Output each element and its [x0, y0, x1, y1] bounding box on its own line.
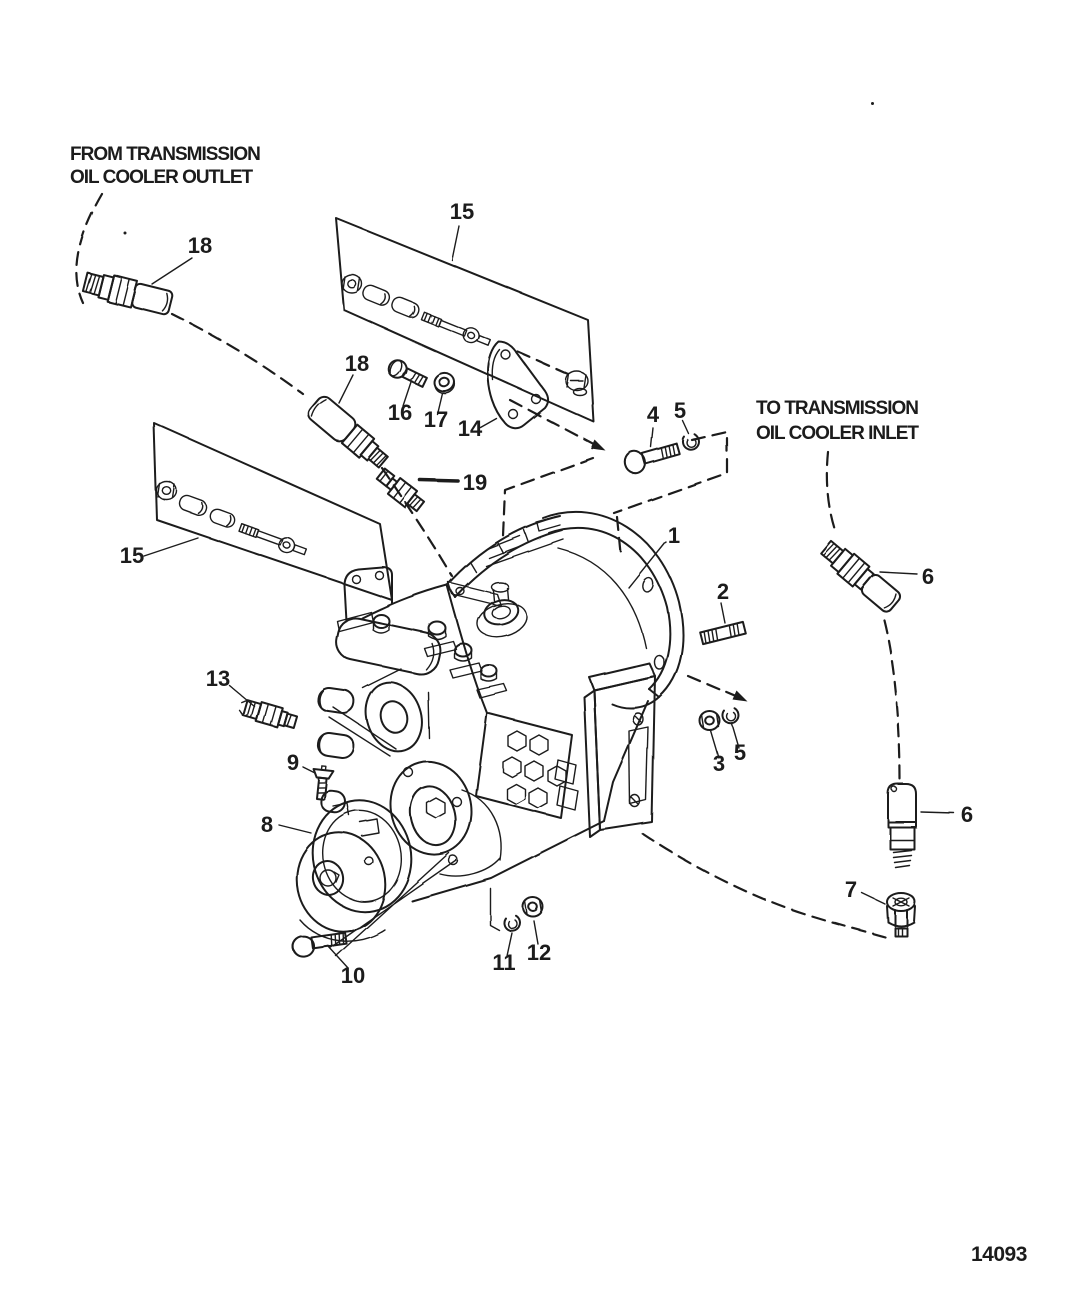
part-5-lockwasher-side: [721, 707, 740, 725]
part-16-bolt: [387, 358, 428, 388]
kit-spacer: [362, 285, 391, 307]
part-2-stud: [699, 620, 747, 646]
callout-7: 7: [845, 877, 857, 902]
callout-2: 2: [717, 579, 729, 604]
callout-12: 12: [527, 940, 551, 965]
callout-8: 8: [261, 812, 273, 837]
callout-19: 19: [463, 470, 487, 495]
part-12-nut: [522, 896, 544, 918]
route-arrowhead: [733, 691, 748, 702]
callout-numbers: 18 15 18 16 17 14 19 15 4 5 1 2 3 5 6 6 …: [120, 199, 973, 988]
kit-nut: [156, 481, 178, 501]
to-inlet-label-line2: OIL COOLER INLET: [756, 423, 919, 444]
callout-13: 13: [206, 666, 230, 691]
callout-6-upper: 6: [922, 564, 934, 589]
mounting-plate: [583, 662, 656, 838]
bracket-install-route: [508, 350, 599, 448]
callout-14: 14: [458, 416, 483, 441]
upper-boss: [362, 668, 430, 753]
annotations: FROM TRANSMISSION OIL COOLER OUTLET TO T…: [70, 144, 1027, 1266]
callout-15-left: 15: [120, 543, 144, 568]
from-outlet-label-line1: FROM TRANSMISSION: [70, 144, 260, 165]
callout-16: 16: [388, 400, 412, 425]
output-flange: [389, 760, 502, 877]
callout-18-inner: 18: [345, 351, 369, 376]
callout-18-outlet: 18: [188, 233, 212, 258]
callout-19-leader: [418, 478, 460, 483]
scan-speck: [871, 102, 875, 106]
kit-plug: [565, 370, 589, 397]
part-17-washer: [433, 371, 456, 394]
to-inlet-label-line1: TO TRANSMISSION: [756, 398, 918, 419]
part-14-bracket: [487, 341, 549, 430]
valve-plate: [475, 712, 579, 819]
kit-screw: [420, 311, 492, 347]
scan-speck: [123, 231, 127, 235]
kit-nut: [341, 274, 363, 294]
drawing-number: 14093: [971, 1243, 1027, 1266]
from-outlet-label-line2: OIL COOLER OUTLET: [70, 167, 254, 188]
part-18-outlet-fitting: [81, 271, 174, 316]
bolt-install-outline: [501, 430, 729, 560]
callout-15-top: 15: [450, 199, 474, 224]
callout-6-lower: 6: [961, 802, 973, 827]
bolt-alignment-lines: [329, 852, 457, 957]
route-arrowhead: [591, 440, 606, 451]
top-bolts: [423, 620, 508, 699]
callout-5-upper: 5: [674, 398, 686, 423]
callout-5-lower: 5: [734, 740, 746, 765]
transmission-assembly: [295, 510, 684, 957]
kit-panel-top: [335, 217, 595, 423]
oil-filler-cap: [476, 581, 528, 638]
part-6-fitting-upper: [819, 539, 902, 613]
kit-spacer: [209, 508, 236, 528]
kit-screw: [238, 522, 308, 556]
callout-1: 1: [668, 523, 680, 548]
oil-cooler-inlet-route: [641, 450, 902, 939]
manifold: [316, 616, 441, 814]
part-13-sender: [238, 698, 298, 729]
stud-install-route: [686, 674, 742, 700]
washer-position-leader: [489, 887, 500, 931]
oil-cooler-outlet-route: [75, 192, 454, 578]
part-3-nut: [699, 710, 721, 732]
callout-leaders: [143, 225, 955, 970]
callout-11: 11: [492, 950, 515, 975]
part-11-lockwasher: [502, 914, 521, 932]
part-19-sender: [375, 467, 426, 513]
callout-10: 10: [341, 963, 365, 988]
kit-spacer: [391, 297, 420, 319]
part-5-lockwasher-upper: [681, 433, 700, 451]
part-18-inner-fitting: [307, 395, 389, 469]
callout-4: 4: [647, 402, 660, 427]
shift-bracket: [336, 566, 393, 634]
part-6-fitting-lower: [887, 783, 917, 868]
kit-spacer: [179, 495, 208, 517]
callout-3: 3: [713, 751, 725, 776]
part-7-adapter: [886, 892, 916, 937]
part-4-bolt: [624, 442, 681, 475]
callout-17: 17: [424, 407, 448, 432]
callout-9: 9: [287, 750, 299, 775]
